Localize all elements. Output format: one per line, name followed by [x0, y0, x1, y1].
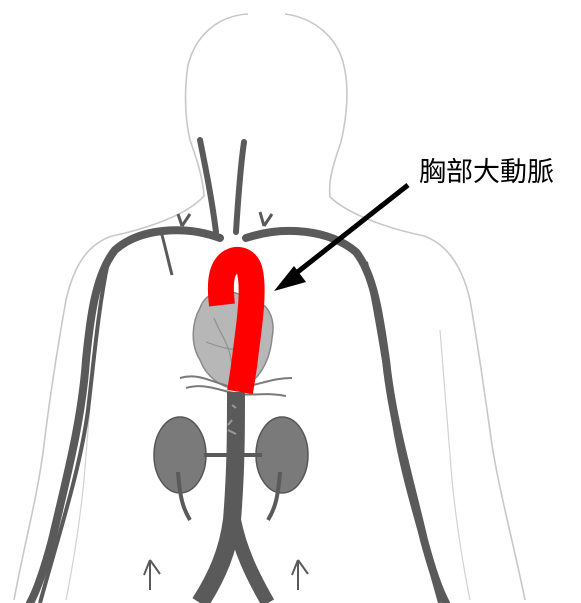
- thoracic-aorta-label: 胸部大動脈: [419, 159, 554, 186]
- descending-aorta: [200, 392, 236, 603]
- carotid-right: [236, 142, 244, 232]
- iliac-right: [234, 520, 268, 603]
- subclavian-right: [246, 231, 446, 603]
- subclavian-left: [30, 230, 220, 603]
- kidney-right: [256, 417, 308, 493]
